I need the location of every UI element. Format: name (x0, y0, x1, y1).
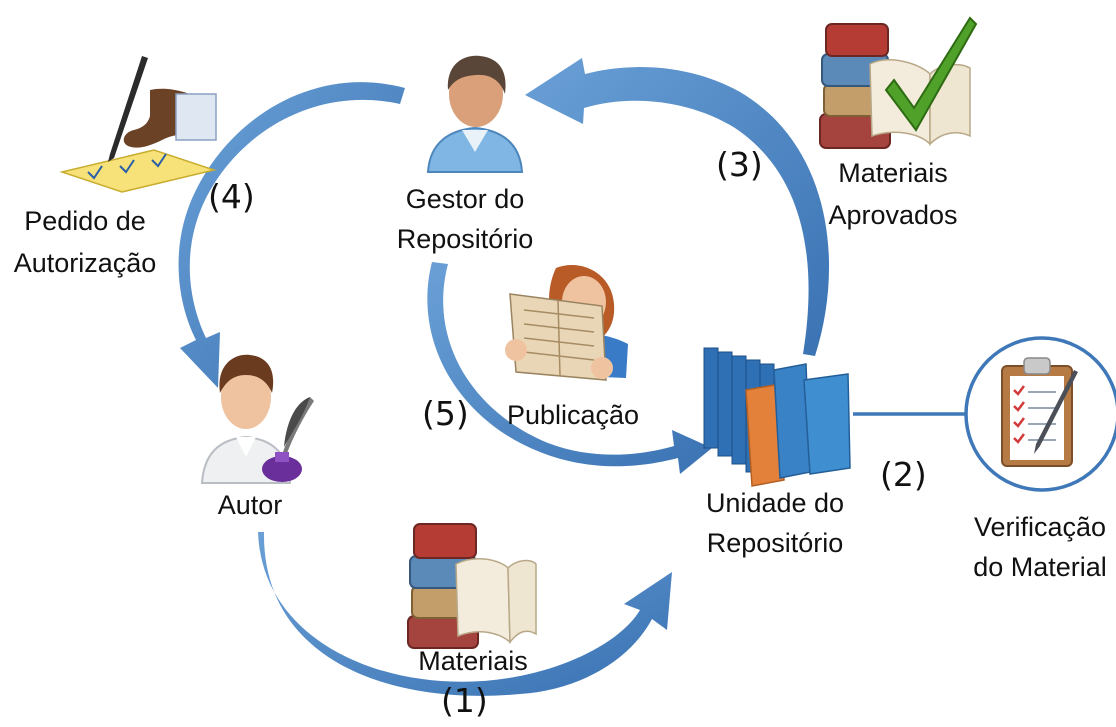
verificacao-label-line2: do Material (973, 552, 1107, 582)
folders-icon (703, 347, 851, 487)
gestor-label: Gestor do Repositório (370, 182, 560, 256)
pedido-label-line2: Autorização (13, 248, 157, 278)
pedido-label-line1: Pedido de (24, 206, 146, 236)
books-icon (407, 523, 537, 649)
gestor-label-line2: Repositório (396, 224, 534, 254)
arrow-step-5 (427, 262, 712, 474)
publicacao-label: Publicação (506, 400, 640, 430)
arrow-step-4 (178, 82, 405, 389)
clipboard-checklist-icon (1001, 357, 1078, 467)
step-1-label: (1) (441, 681, 488, 720)
unidade-label-line1: Unidade do (705, 488, 845, 518)
author-with-quill-icon (200, 354, 314, 484)
pedido-label: Pedido de Autorização (0, 204, 170, 280)
books-checkmark-icon (819, 16, 978, 149)
gestor-label-line1: Gestor do (405, 184, 525, 214)
unidade-label-line2: Repositório (706, 528, 844, 558)
manager-person-icon (426, 55, 524, 173)
aprovados-label-line1: Materiais (838, 158, 948, 188)
aprovados-label: Materiais Aprovados (808, 156, 978, 232)
step-4-label: (4) (208, 177, 255, 216)
reader-newspaper-icon (505, 265, 628, 381)
arrow-step-3 (525, 58, 830, 356)
materiais-label: Materiais (418, 646, 528, 676)
step-2-label: (2) (880, 455, 927, 494)
aprovados-label-line2: Aprovados (828, 200, 958, 230)
step-5-label: (5) (422, 394, 469, 433)
signing-hand-icon (59, 56, 217, 193)
autor-label: Autor (217, 490, 283, 520)
verificacao-label-line1: Verificação (973, 512, 1107, 542)
step-3-label: (3) (716, 145, 763, 184)
unidade-label: Unidade do Repositório (680, 486, 870, 560)
verificacao-label: Verificação do Material (960, 510, 1116, 584)
